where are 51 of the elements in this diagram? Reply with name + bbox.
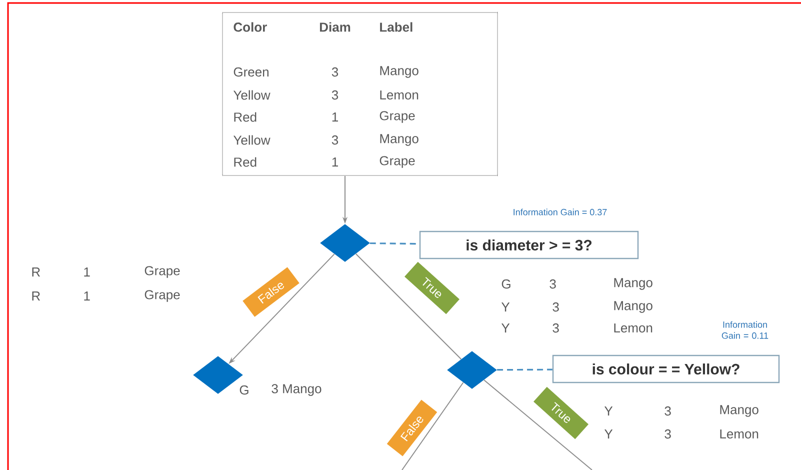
question-box: is colour = = Yellow? — [552, 354, 780, 384]
table-cell: Red — [234, 112, 256, 122]
data-cell: Grape — [144, 266, 180, 278]
branch-line — [355, 253, 462, 360]
question-box: is diameter > = 3? — [419, 230, 639, 260]
table-cell: Mango — [380, 134, 418, 146]
data-cell: 1 — [84, 268, 90, 276]
table-cell: 3 — [332, 90, 338, 100]
data-cell: Lemon — [614, 323, 652, 333]
data-cell: Y — [501, 324, 510, 332]
table-cell: Diam — [320, 22, 350, 32]
leaf-data: G — [240, 385, 248, 395]
data-cell: 3 — [664, 406, 671, 416]
table-cell: Color — [234, 22, 267, 32]
data-cell: G — [502, 279, 510, 289]
table-cell: Green — [234, 67, 268, 77]
data-cell: R — [32, 292, 40, 300]
table-cell: Yellow — [234, 135, 270, 145]
data-cell: 3 — [664, 429, 671, 439]
table-cell: 1 — [332, 112, 338, 122]
info-gain-note: Information Gain = 0.11 — [722, 321, 768, 339]
decision-diamond — [320, 224, 370, 262]
data-cell: Y — [604, 430, 613, 438]
table-cell: Yellow — [234, 90, 270, 100]
data-cell: R — [32, 268, 40, 276]
data-cell: Y — [604, 406, 613, 416]
data-cell: 3 — [552, 323, 559, 333]
data-cell: Mango — [614, 301, 652, 313]
info-gain-note: Information Gain = 0.37 — [514, 208, 607, 216]
branch-line — [484, 380, 592, 470]
table-cell: 3 — [332, 67, 338, 77]
table-cell: Grape — [380, 156, 415, 168]
data-cell: Y — [501, 302, 510, 312]
leaf-data: 3 Mango — [272, 384, 322, 396]
table-cell: Label — [380, 22, 412, 32]
table-cell: Lemon — [380, 90, 418, 100]
data-cell: 3 — [550, 279, 556, 289]
data-cell: Mango — [720, 405, 758, 417]
data-cell: 1 — [84, 292, 90, 300]
table-cell: Mango — [380, 66, 418, 78]
data-cell: Lemon — [720, 429, 758, 439]
data-cell: Grape — [144, 290, 180, 302]
decision-diamond — [447, 351, 497, 389]
data-cell: Mango — [614, 278, 652, 290]
data-cell: 3 — [552, 302, 559, 312]
table-cell: 3 — [332, 135, 338, 145]
branch-line — [402, 382, 464, 470]
table-cell: Grape — [380, 111, 415, 123]
table-cell: Red — [234, 157, 256, 167]
dashed-connector — [497, 368, 552, 371]
table-cell: 1 — [332, 158, 338, 166]
